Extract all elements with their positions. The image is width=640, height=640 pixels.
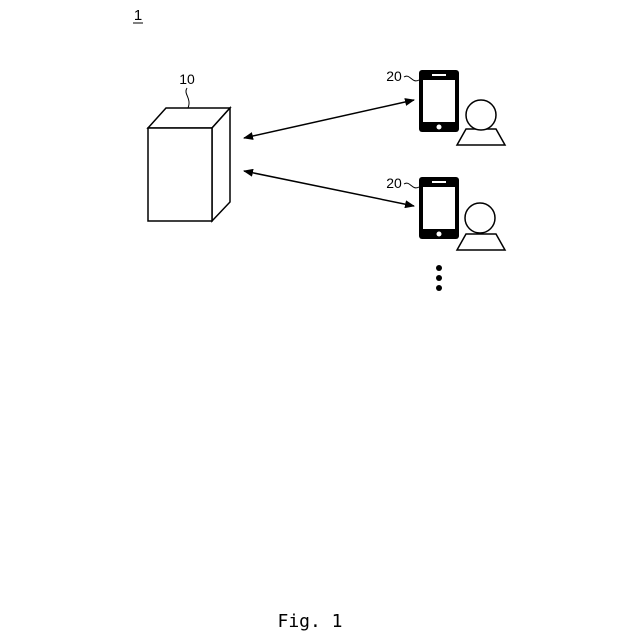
connection-arrow-1 (244, 100, 414, 138)
figure-caption: Fig. 1 (277, 611, 342, 632)
terminal-1: 20 (386, 68, 505, 145)
smartphone-icon (419, 177, 459, 239)
server-ref-leader (186, 88, 189, 108)
user-person-icon (457, 203, 505, 250)
system-ref-label: 1 (133, 7, 143, 24)
server-ref-label: 10 (179, 71, 195, 87)
user-person-icon (457, 100, 505, 145)
vertical-ellipsis-icon (436, 265, 442, 291)
terminal-2: 20 (386, 175, 505, 250)
terminal-1-ref-label: 20 (386, 68, 402, 84)
system-ref-text: 1 (134, 7, 142, 24)
terminal-2-ref-leader (404, 183, 419, 188)
terminal-1-ref-leader (404, 76, 419, 81)
terminal-2-ref-label: 20 (386, 175, 402, 191)
smartphone-icon (419, 70, 459, 132)
server-box-icon (148, 108, 230, 221)
